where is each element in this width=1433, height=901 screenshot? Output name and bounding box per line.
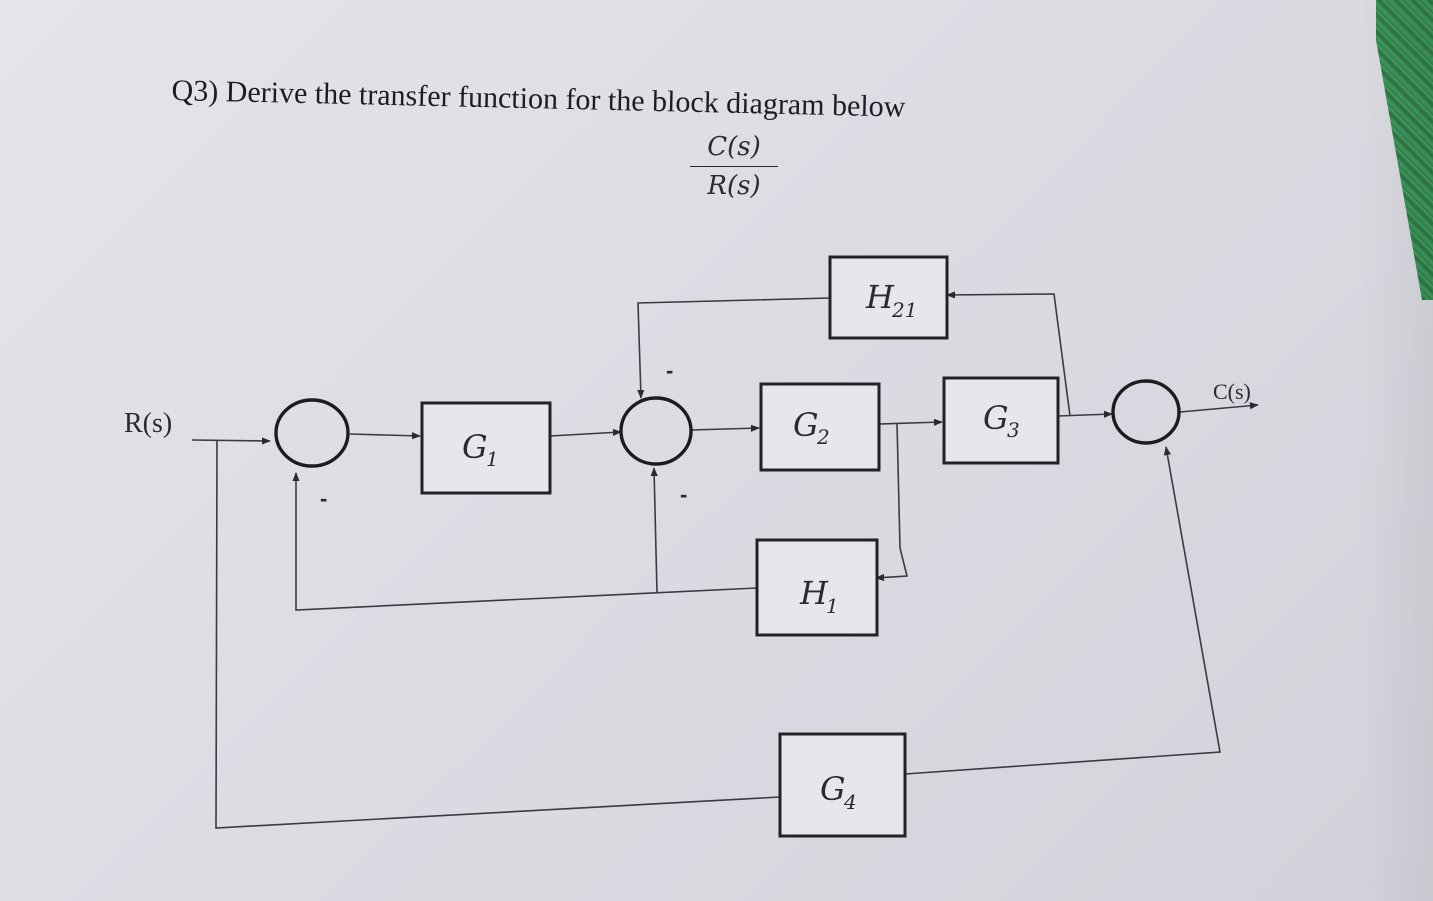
wire-sum2-to-g2 bbox=[690, 424, 760, 432]
wire-g4-input bbox=[215, 440, 781, 829]
block-h1-label: H bbox=[799, 574, 829, 612]
summing-junction-1 bbox=[274, 398, 350, 468]
wire-g3-to-sum3 bbox=[1057, 410, 1113, 418]
sum1-minus-sign: - bbox=[320, 486, 327, 511]
block-g4-subscript: 4 bbox=[843, 790, 857, 814]
wire-h1-to-sum2 bbox=[650, 467, 658, 594]
block-g3: G 3 bbox=[942, 376, 1060, 465]
wire-g2-to-g3 bbox=[878, 418, 943, 426]
block-h21-subscript: 21 bbox=[891, 298, 917, 322]
fraction-denominator: R(s) bbox=[707, 171, 761, 201]
block-g2-label: G bbox=[793, 406, 819, 444]
block-h1-subscript: 1 bbox=[826, 594, 839, 618]
wire-g1-to-sum2 bbox=[549, 428, 622, 437]
fraction-bar bbox=[690, 166, 778, 167]
block-g3-label: G bbox=[983, 399, 1009, 437]
wire-h21-pickoff bbox=[946, 291, 1071, 417]
block-g1: G 1 bbox=[420, 401, 552, 495]
summing-junction-3 bbox=[1111, 379, 1181, 445]
block-g2: G 2 bbox=[759, 382, 881, 472]
block-h21-label: H bbox=[865, 278, 895, 316]
wire-sum1-to-g1 bbox=[349, 432, 421, 440]
block-h21: H 21 bbox=[828, 255, 949, 340]
transfer-function-fraction: C(s) R(s) bbox=[684, 130, 784, 203]
block-g2-subscript: 2 bbox=[816, 425, 830, 449]
block-g3-subscript: 3 bbox=[1007, 418, 1020, 442]
block-g1-subscript: 1 bbox=[486, 447, 499, 471]
input-signal-label: R(s) bbox=[124, 408, 172, 439]
wire-g4-output bbox=[904, 446, 1221, 775]
output-signal-label: C(s) bbox=[1213, 379, 1251, 404]
sum2-top-minus-sign: - bbox=[666, 358, 673, 383]
wire-h1-return bbox=[292, 472, 758, 611]
block-h1: H 1 bbox=[755, 538, 879, 637]
wire-sum3-to-output bbox=[1179, 402, 1259, 413]
sum2-bottom-minus-sign: - bbox=[680, 482, 687, 507]
block-g1-label: G bbox=[462, 428, 488, 466]
wire-h21-to-sum2 bbox=[637, 297, 831, 399]
summing-junction-2 bbox=[619, 396, 693, 466]
block-g4-label: G bbox=[820, 770, 846, 808]
wire-input-to-sum1 bbox=[191, 437, 271, 445]
wire-h1-pickoff bbox=[875, 422, 909, 582]
block-g4: G 4 bbox=[778, 732, 907, 838]
fraction-numerator: C(s) bbox=[707, 132, 761, 162]
